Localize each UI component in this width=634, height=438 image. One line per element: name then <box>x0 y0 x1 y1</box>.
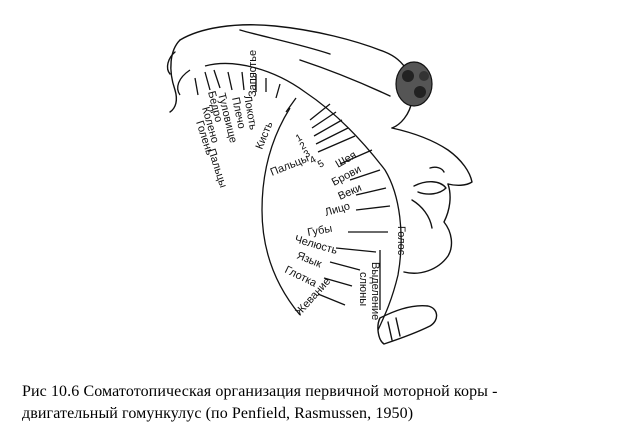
homunculus-tongue-icon <box>377 304 438 345</box>
figure-caption: Рис 10.6 Соматотопическая организация пе… <box>22 381 622 425</box>
label-litso: Лицо <box>324 200 352 219</box>
label-ticks <box>194 69 391 310</box>
label-yazyk: Язык <box>295 250 324 271</box>
label-finger-3: 3 <box>302 148 313 161</box>
motor-homunculus-diagram: Запястье Локоть Плечо Туловище Бедро Кол… <box>166 24 473 345</box>
label-finger-2: 2 <box>298 140 309 153</box>
label-golos: Голос <box>395 226 407 256</box>
cortex-strip <box>177 62 402 331</box>
homunculus-face-icon <box>391 127 473 274</box>
label-vydelenie: Выделение <box>369 262 381 320</box>
hand-icon <box>395 61 433 107</box>
homunculus-body-icon <box>166 24 433 129</box>
label-zapyastye: Запястье <box>247 50 259 97</box>
caption-line-2: двигательный гомункулус (по Penfield, Ra… <box>22 405 414 422</box>
label-paltsy-nog: Пальцы <box>205 147 229 189</box>
label-finger-4: 4 <box>308 154 319 167</box>
label-finger-5: 5 <box>316 158 327 171</box>
label-finger-1: 1 <box>294 132 305 145</box>
label-slyuny: слюны <box>357 272 369 306</box>
caption-line-1: Рис 10.6 Соматотопическая организация пе… <box>22 383 498 400</box>
label-guby: Губы <box>306 223 333 239</box>
